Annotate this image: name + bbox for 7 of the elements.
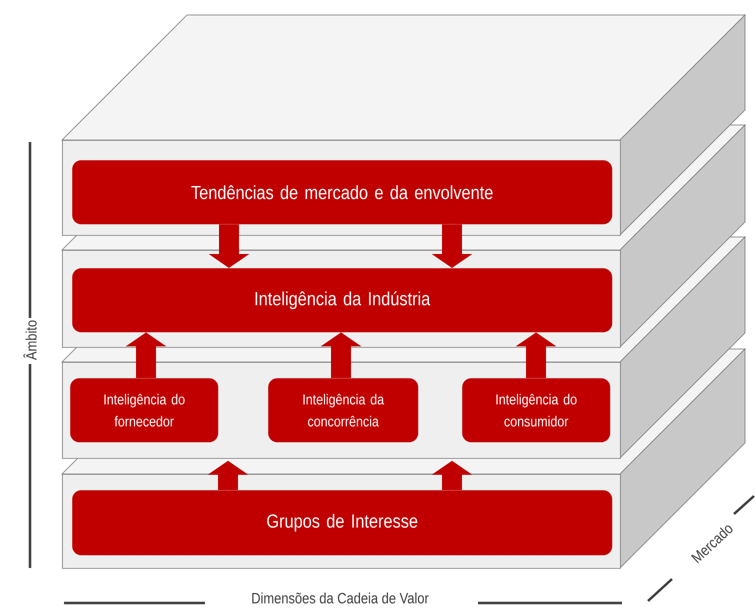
axis-label: Âmbito	[23, 320, 37, 360]
process-box: Inteligência do fornecedor	[70, 378, 218, 442]
process-box: Inteligência da concorrência	[268, 378, 418, 442]
process-box: Tendências de mercado e da envolvente	[72, 160, 612, 224]
axis-label: Dimensões da Cadeia de Valor	[252, 592, 429, 604]
process-box: Inteligência do consumidor	[462, 378, 610, 442]
process-box: Grupos de Interesse	[72, 490, 612, 556]
